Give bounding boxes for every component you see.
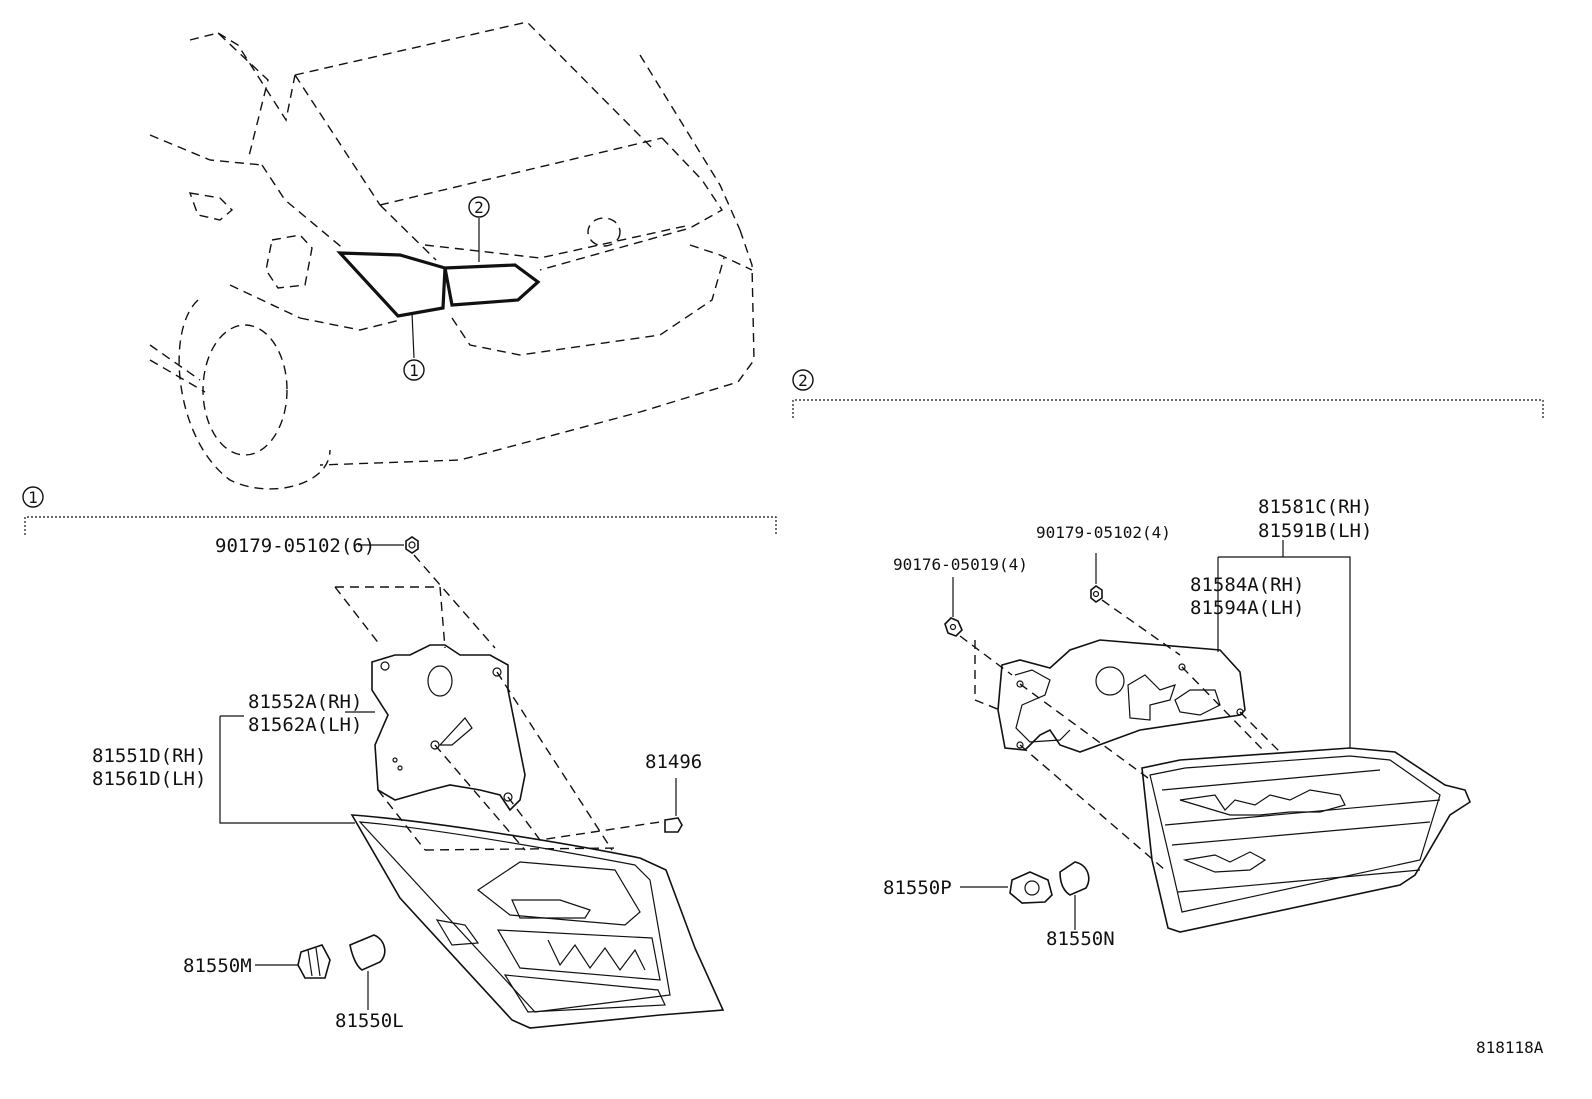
part-81552A-RH: 81552A(RH) (248, 691, 362, 713)
part-81550M: 81550M (183, 955, 252, 977)
part-81594A-LH: 81594A(LH) (1190, 597, 1304, 619)
part-81550N: 81550N (1046, 928, 1115, 950)
part-81551D-RH: 81551D(RH) (92, 745, 206, 767)
part-90179-05102-4: 90179-05102(4) (1036, 523, 1171, 542)
callout-1-car: 1 (409, 361, 419, 380)
part-81562A-LH: 81562A(LH) (248, 714, 362, 736)
figure-code: 818118A (1476, 1038, 1544, 1057)
section-2-marker: 2 (798, 371, 808, 390)
part-90176-05019-4: 90176-05019(4) (893, 555, 1028, 574)
car-rear-illustration: 2 1 (149, 21, 755, 490)
part-81550P: 81550P (883, 877, 952, 899)
part-81584A-RH: 81584A(RH) (1190, 574, 1304, 596)
part-81561D-LH: 81561D(LH) (92, 768, 206, 790)
section-1-outer-lamp: 1 90179-05102(6) 81552A(RH) 81562A(LH) 8… (22, 486, 777, 1032)
part-90179-05102-6: 90179-05102(6) (215, 535, 375, 557)
section-1-marker: 1 (28, 488, 38, 507)
callout-2-car: 2 (474, 198, 484, 217)
section-2-inner-lamp: 2 81581C(RH) 81591B(LH) 90179-05102(4) 9… (792, 369, 1544, 950)
part-81550L: 81550L (335, 1010, 404, 1032)
part-81591B-LH: 81591B(LH) (1258, 520, 1372, 542)
part-81581C-RH: 81581C(RH) (1258, 496, 1372, 518)
part-81496: 81496 (645, 751, 702, 773)
